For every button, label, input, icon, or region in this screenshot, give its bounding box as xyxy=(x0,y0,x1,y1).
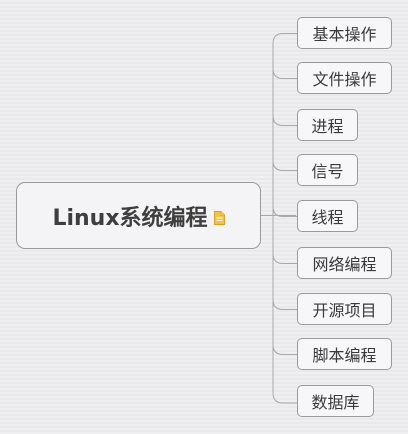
topic-network-programming[interactable]: 网络编程 xyxy=(297,247,392,279)
topic-basic-operations[interactable]: 基本操作 xyxy=(297,17,392,49)
topic-script-programming[interactable]: 脚本编程 xyxy=(297,338,392,370)
topic-label: 文件操作 xyxy=(312,70,377,89)
topic-label: 数据库 xyxy=(311,393,360,412)
topic-thread[interactable]: 线程 xyxy=(297,200,358,232)
root-topic[interactable]: Linux系统编程 xyxy=(16,182,261,249)
branch-connector xyxy=(272,253,297,264)
branch-trunk xyxy=(272,33,284,404)
topic-database[interactable]: 数据库 xyxy=(297,385,374,417)
branch-connector xyxy=(272,160,297,171)
topic-open-source-projects[interactable]: 开源项目 xyxy=(297,293,392,325)
note-icon[interactable] xyxy=(213,210,225,225)
branch-connector xyxy=(272,68,297,79)
branch-connector xyxy=(272,344,297,355)
topic-label: 进程 xyxy=(311,117,344,136)
topic-process[interactable]: 进程 xyxy=(297,109,358,141)
topic-label: 网络编程 xyxy=(312,255,377,274)
topic-label: 基本操作 xyxy=(312,25,377,44)
branch-connector xyxy=(272,206,297,217)
root-topic-label: Linux系统编程 xyxy=(52,205,208,231)
topic-signal[interactable]: 信号 xyxy=(297,154,358,186)
branch-connector xyxy=(272,299,297,310)
topic-label: 信号 xyxy=(311,162,344,181)
branch-connector xyxy=(272,115,297,126)
topic-label: 脚本编程 xyxy=(312,346,377,365)
topic-label: 开源项目 xyxy=(312,301,377,320)
topic-file-operations[interactable]: 文件操作 xyxy=(297,62,392,94)
topic-label: 线程 xyxy=(311,208,344,227)
